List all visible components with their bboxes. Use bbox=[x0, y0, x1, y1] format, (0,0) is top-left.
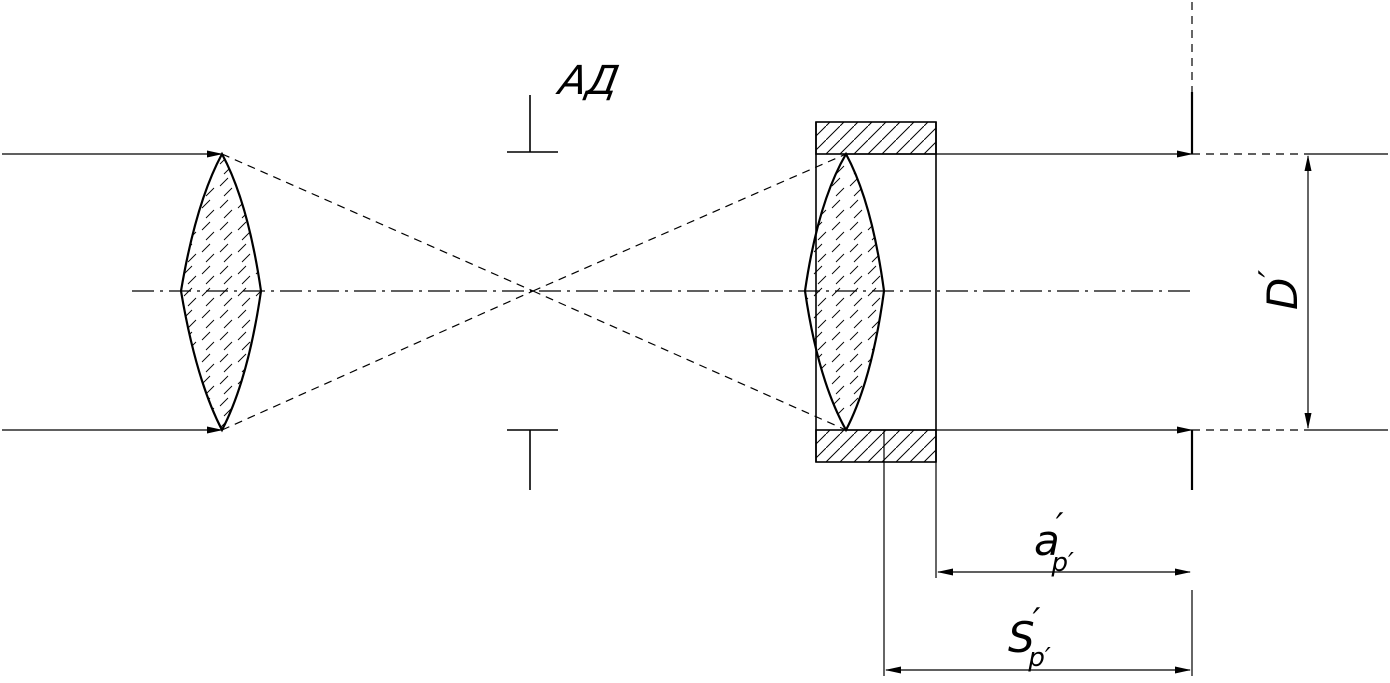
a-prime-label: a′p′ bbox=[1034, 506, 1074, 578]
eyepiece-lens bbox=[803, 151, 886, 433]
a-prime-dimension bbox=[935, 462, 1191, 578]
eyepiece-mount bbox=[815, 121, 937, 463]
aperture-stop-label: АД bbox=[553, 57, 623, 104]
s-prime-label: S′p′ bbox=[1008, 601, 1051, 673]
exit-pupil-diameter-label: D′ bbox=[1252, 270, 1307, 310]
diverging-ray-top bbox=[532, 153, 847, 292]
objective-lens bbox=[179, 151, 263, 433]
exit-pupil-diameter-dimension bbox=[1304, 153, 1388, 431]
converging-ray-bottom bbox=[221, 290, 534, 431]
aperture-stop bbox=[507, 95, 558, 490]
s-prime-dimension bbox=[883, 430, 1191, 676]
diverging-ray-bottom bbox=[532, 290, 847, 431]
converging-ray-top bbox=[221, 153, 534, 292]
